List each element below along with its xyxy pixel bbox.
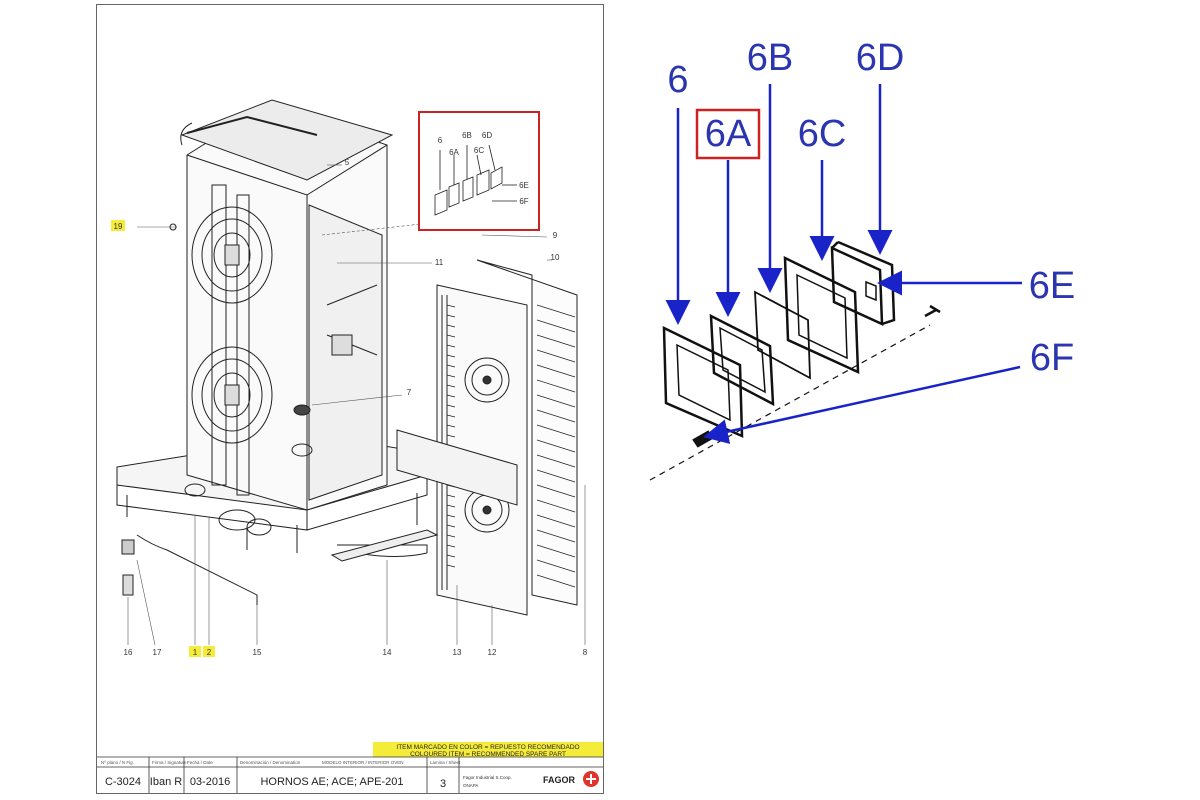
- sheet-value: 3: [440, 778, 446, 790]
- callout-10: 10: [551, 253, 560, 262]
- callout-15: 15: [253, 648, 262, 657]
- company-name: Fagor Industrial S.Coop.: [463, 775, 512, 780]
- callout-13: 13: [453, 648, 462, 657]
- company-name-2: ONAPA: [463, 783, 478, 788]
- signature-value: Iban R: [150, 776, 182, 788]
- callout-1: 1: [193, 648, 198, 657]
- callout-6a: 6A: [449, 148, 459, 157]
- label-6c: 6C: [798, 113, 847, 155]
- highlight-box-6a: [695, 108, 761, 160]
- callout-9: 9: [553, 231, 558, 240]
- callout-19: 19: [114, 222, 123, 231]
- label-6: 6: [667, 59, 688, 101]
- callout-14: 14: [383, 648, 392, 657]
- header-date: Fecha / Date: [187, 760, 213, 765]
- callout-2: 2: [207, 648, 212, 657]
- header-model: MODELO INTERIOR / INTERIOR OVEN: [322, 760, 404, 765]
- callout-12: 12: [488, 648, 497, 657]
- callout-6d: 6D: [482, 131, 492, 140]
- denomination-value: HORNOS AE; ACE; APE-201: [260, 776, 403, 788]
- callout-5: 5: [345, 158, 350, 167]
- callout-16: 16: [124, 648, 133, 657]
- highlight-19: [111, 220, 125, 231]
- callout-8: 8: [583, 648, 588, 657]
- highlight-2: [203, 646, 215, 657]
- highlight-1: [189, 646, 201, 657]
- header-denomination: Denominación / Denomination: [240, 760, 301, 765]
- callout-6b: 6B: [462, 131, 472, 140]
- callout-6: 6: [438, 136, 443, 145]
- label-6d: 6D: [856, 37, 905, 79]
- callout-7: 7: [407, 388, 412, 397]
- callout-6f: 6F: [519, 197, 528, 206]
- zoom-detail-box: [418, 111, 540, 231]
- drawing-sheet: 6 6A 6B 6C 6D 6E 6F 5 9 10 11 7 13 14 15…: [96, 4, 604, 794]
- callout-6e: 6E: [519, 181, 529, 190]
- header-plan: Nº plano / N Fig.: [101, 760, 134, 765]
- brand-logo-text: FAGOR: [543, 775, 576, 785]
- arrow-6f: [703, 365, 1021, 444]
- date-value: 03-2016: [190, 776, 230, 788]
- spare-part-note-bg: [373, 742, 603, 757]
- label-6e: 6E: [1029, 265, 1075, 307]
- callout-17: 17: [153, 648, 162, 657]
- callout-11: 11: [435, 258, 444, 267]
- note-line-2: COLOURED ITEM = RECOMMENDED SPARE PART: [410, 751, 566, 758]
- detail-exploded-view: 6 6A 6B 6C 6D 6E 6F: [649, 37, 1075, 481]
- label-6f: 6F: [1030, 337, 1074, 379]
- plan-number: C-3024: [105, 776, 141, 788]
- label-6b: 6B: [747, 37, 793, 79]
- header-sheet: Lamina / Sheet: [430, 760, 461, 765]
- header-signature: Firma / Signature: [152, 760, 187, 765]
- label-6a: 6A: [705, 113, 752, 155]
- callout-6c: 6C: [474, 146, 484, 155]
- note-line-1: ITEM MARCADO EN COLOR = REPUESTO RECOMEN…: [396, 744, 579, 751]
- exploded-oven-drawing: 6 6A 6B 6C 6D 6E 6F 5 9 10 11 7 13 14 15…: [97, 99, 603, 793]
